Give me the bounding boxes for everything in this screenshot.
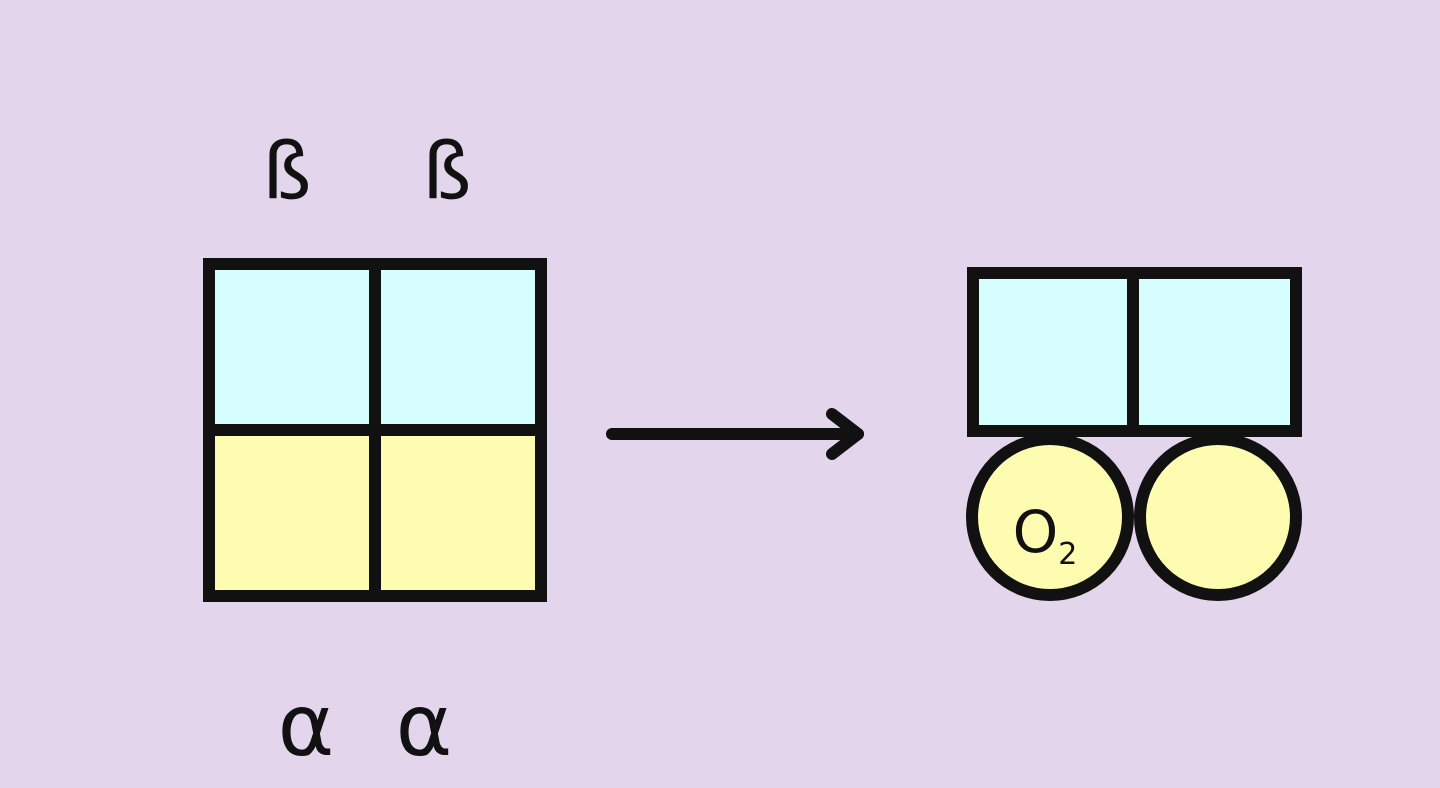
beta-subunit-right-right xyxy=(1127,267,1302,437)
beta-subunit-right-left xyxy=(967,267,1139,437)
alpha-subunit-bottom-left xyxy=(203,424,381,602)
beta-subunit-top-right xyxy=(369,258,547,436)
oxygen-label: O2 xyxy=(1013,498,1078,572)
beta-label-left: ß xyxy=(262,127,311,217)
alpha-subunit-empty xyxy=(1134,433,1302,601)
alpha-label-right: α xyxy=(396,676,453,776)
beta-subunit-top-left xyxy=(203,258,381,436)
alpha-subunit-bound-oxygen xyxy=(966,433,1134,601)
left-tetramer xyxy=(203,258,547,602)
beta-label-right: ß xyxy=(422,127,471,217)
oxygen-label-subscript: 2 xyxy=(1058,537,1077,572)
right-oxygenated-structure: O2 xyxy=(966,267,1302,601)
oxygen-label-main: O xyxy=(1013,498,1059,566)
alpha-label-left: α xyxy=(278,676,335,776)
alpha-subunit-bottom-right xyxy=(369,424,547,602)
right-arrow-icon xyxy=(606,408,864,460)
